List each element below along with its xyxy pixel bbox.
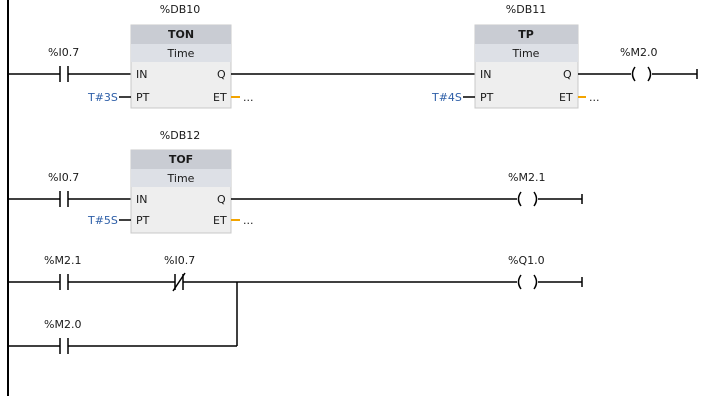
tp-q-pin: Q xyxy=(563,68,572,81)
tp-et-pin: ET xyxy=(559,91,573,104)
ton-pt-pin: PT xyxy=(136,91,150,104)
tof-type: TOF xyxy=(169,153,193,166)
coil-n3[interactable] xyxy=(517,274,538,290)
coil-n2[interactable] xyxy=(517,191,538,207)
tof-et-value[interactable]: ... xyxy=(243,214,254,227)
ton-et-value[interactable]: ... xyxy=(243,91,254,104)
ton-subtype: Time xyxy=(167,47,195,60)
coil-tag-n3: %Q1.0 xyxy=(508,254,545,267)
coil-tag-n1: %M2.0 xyxy=(620,46,657,59)
coil-tag-n2: %M2.1 xyxy=(508,171,545,184)
network-3: %M2.1 %I0.7 %M2.0 %Q1.0 xyxy=(8,254,583,354)
tof-pt-pin: PT xyxy=(136,214,150,227)
tof-db-label: %DB12 xyxy=(160,129,200,142)
ton-block[interactable]: %DB10 TON Time IN Q PT ET xyxy=(130,3,232,109)
tp-pt-value[interactable]: T#4S xyxy=(431,91,462,104)
network-2: %I0.7 %DB12 TOF Time IN Q PT ET T#5S ...… xyxy=(8,129,583,234)
ton-pt-value[interactable]: T#3S xyxy=(87,91,118,104)
no-contact-n3-a[interactable] xyxy=(59,274,69,290)
tp-pt-pin: PT xyxy=(480,91,494,104)
contact-tag-n3-a: %M2.1 xyxy=(44,254,81,267)
tp-et-value[interactable]: ... xyxy=(589,91,600,104)
ton-type: TON xyxy=(168,28,194,41)
no-contact-n3-branch[interactable] xyxy=(59,338,69,354)
coil-n1[interactable] xyxy=(631,66,652,82)
tp-block[interactable]: %DB11 TP Time IN Q PT ET xyxy=(474,3,579,109)
contact-tag-n3-b: %I0.7 xyxy=(164,254,195,267)
ton-in-pin: IN xyxy=(136,68,147,81)
no-contact-n1[interactable] xyxy=(59,66,69,82)
tof-et-pin: ET xyxy=(213,214,227,227)
ton-q-pin: Q xyxy=(217,68,226,81)
no-contact-n2[interactable] xyxy=(59,191,69,207)
contact-tag-n1: %I0.7 xyxy=(48,46,79,59)
tof-pt-value[interactable]: T#5S xyxy=(87,214,118,227)
contact-tag-n2: %I0.7 xyxy=(48,171,79,184)
network-1: %I0.7 %DB10 TON Time IN Q PT ET T#3S ...… xyxy=(8,3,698,109)
tp-db-label: %DB11 xyxy=(506,3,546,16)
tp-in-pin: IN xyxy=(480,68,491,81)
tp-subtype: Time xyxy=(512,47,540,60)
contact-tag-n3-branch: %M2.0 xyxy=(44,318,81,331)
tp-type: TP xyxy=(518,28,534,41)
tof-in-pin: IN xyxy=(136,193,147,206)
ton-db-label: %DB10 xyxy=(160,3,200,16)
tof-subtype: Time xyxy=(167,172,195,185)
tof-block[interactable]: %DB12 TOF Time IN Q PT ET xyxy=(130,129,232,234)
tof-q-pin: Q xyxy=(217,193,226,206)
ton-et-pin: ET xyxy=(213,91,227,104)
